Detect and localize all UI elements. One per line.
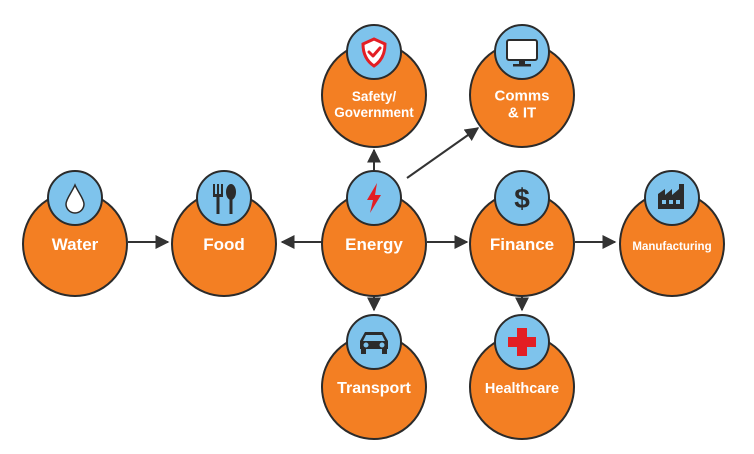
- node-label-finance: Finance: [490, 235, 554, 254]
- node-energy: Energy: [321, 170, 427, 297]
- node-label-line: Food: [203, 235, 245, 254]
- monitor-icon: [494, 24, 550, 80]
- node-label-line: Safety/: [352, 89, 397, 104]
- node-label-line: Transport: [337, 380, 411, 397]
- node-label-line: Comms: [494, 87, 549, 104]
- car-icon: [346, 314, 402, 370]
- shield-check-icon: [346, 24, 402, 80]
- nodes-layer: Water Food Energy Finance $ Manufacturing Safe…: [22, 24, 725, 440]
- factory-icon: [644, 170, 700, 226]
- svg-text:$: $: [514, 183, 530, 214]
- node-label-water: Water: [52, 235, 99, 254]
- node-water: Water: [22, 170, 128, 297]
- dollar-icon: $: [494, 170, 550, 226]
- node-label-safety: Safety/Government: [334, 89, 414, 120]
- node-label-line: & IT: [508, 105, 536, 122]
- water-drop-icon: [47, 170, 103, 226]
- node-label-line: Water: [52, 235, 99, 254]
- node-label-line: Finance: [490, 235, 554, 254]
- lightning-bolt-icon: [346, 170, 402, 226]
- node-label-line: Government: [334, 105, 414, 120]
- node-label-transport: Transport: [337, 380, 411, 397]
- node-label-healthcare: Healthcare: [485, 381, 559, 397]
- node-label-manufacturing: Manufacturing: [632, 241, 711, 253]
- node-safety: Safety/Government: [321, 24, 427, 148]
- node-manufacturing: Manufacturing: [619, 170, 725, 297]
- fork-spoon-icon: [196, 170, 252, 226]
- node-label-line: Energy: [345, 235, 403, 254]
- node-label-energy: Energy: [345, 235, 403, 254]
- node-label-food: Food: [203, 235, 245, 254]
- edge-energy-to-comms: [406, 127, 480, 179]
- node-food: Food: [171, 170, 277, 297]
- edges-layer: [128, 127, 617, 312]
- node-comms: Comms& IT: [469, 24, 575, 148]
- node-label-line: Healthcare: [485, 381, 559, 397]
- node-healthcare: Healthcare: [469, 314, 575, 440]
- node-label-line: Manufacturing: [632, 241, 711, 253]
- node-transport: Transport: [321, 314, 427, 440]
- medical-cross-icon: [494, 314, 550, 370]
- node-label-comms: Comms& IT: [494, 87, 549, 121]
- node-finance: Finance $: [469, 170, 575, 297]
